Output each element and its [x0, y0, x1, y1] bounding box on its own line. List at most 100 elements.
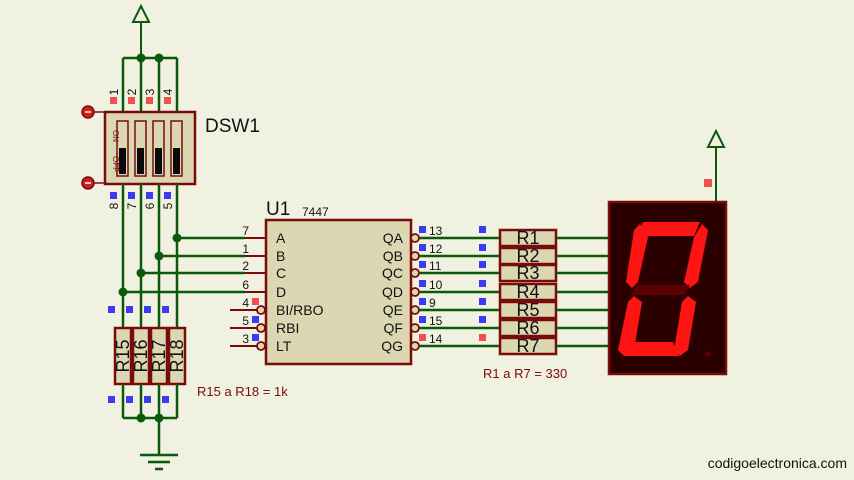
switch-lever-3[interactable]: [155, 148, 162, 174]
inverted-pin-bubble: [410, 305, 420, 315]
decoder-output-pin-name: QG: [381, 338, 403, 354]
display-segments: [618, 222, 711, 357]
switch-top-pin-number: 4: [161, 88, 175, 95]
pin-state-marker: [479, 261, 486, 268]
junction-dot: [154, 413, 164, 423]
display-supply[interactable]: [706, 128, 726, 203]
series-resistor-label: R3: [516, 263, 539, 283]
pin-state-marker: [252, 316, 259, 323]
switch-bottom-pin-number: 8: [107, 202, 121, 209]
inverted-pin-bubble: [256, 305, 266, 315]
decoder-output-pin-number: 12: [429, 242, 443, 256]
switch-lever-1[interactable]: [119, 148, 126, 174]
pin-state-marker: [146, 97, 153, 104]
decoder-input-pin-number: 2: [242, 259, 249, 273]
inverted-pin-bubble: [410, 268, 420, 278]
decoder-input-pin-name: LT: [276, 338, 292, 354]
decoder-output-pin-name: QD: [382, 284, 403, 300]
pin-state-marker: [128, 192, 135, 199]
dip-switch-dsw1[interactable]: ON OFF: [103, 110, 197, 186]
pin-state-marker: [479, 280, 486, 287]
pin-state-marker: [479, 298, 486, 305]
pulldown-resistor-label: R16: [131, 339, 151, 372]
switch-lever-2[interactable]: [137, 148, 144, 174]
junction-dot: [136, 413, 146, 423]
power-terminal-top[interactable]: [131, 3, 151, 58]
inverted-pin-bubble: [410, 233, 420, 243]
switch-reference: DSW1: [205, 116, 260, 137]
series-resistor-label: R4: [516, 282, 539, 302]
pin-state-marker: [164, 192, 171, 199]
switch-supply-bus: [121, 56, 179, 112]
series-resistor-label: R6: [516, 318, 539, 338]
decoder-output-pin-number: 9: [429, 296, 436, 310]
pin-state-marker: [144, 396, 151, 403]
ground-symbol[interactable]: [140, 453, 178, 471]
pin-state-marker: [164, 97, 171, 104]
series-resistor-label: R7: [516, 336, 539, 356]
pin-state-marker: [419, 226, 426, 233]
switch-top-pin-number: 1: [107, 88, 121, 95]
pin-state-marker: [419, 244, 426, 251]
pin-state-marker: [144, 306, 151, 313]
pin-state-marker: [419, 298, 426, 305]
inverted-pin-bubble: [410, 251, 420, 261]
decoder-input-pin-name: A: [276, 230, 286, 246]
junction-dot: [154, 53, 164, 63]
segment-d: [624, 342, 679, 356]
pin-state-marker: [419, 280, 426, 287]
pin-state-marker: [479, 244, 486, 251]
ground-bus: [121, 384, 179, 455]
decoder-input-pin-number: 6: [242, 278, 249, 292]
decoder-input-pin-number: 4: [242, 296, 249, 310]
decoder-input-pin-name: B: [276, 248, 285, 264]
inverted-pin-bubble: [410, 287, 420, 297]
pin-state-marker: [252, 334, 259, 341]
pulldown-resistor-label: R15: [113, 339, 133, 372]
decoder-output-pin-name: QC: [382, 265, 403, 281]
watermark: codigoelectronica.com: [708, 455, 847, 471]
segment-f: [626, 224, 648, 288]
switch-top-pin-number: 2: [125, 88, 139, 95]
switch-bottom-pin-number: 5: [161, 202, 175, 209]
pin-state-marker: [126, 396, 133, 403]
switch-lever-4[interactable]: [173, 148, 180, 174]
switch-top-pin-number: 3: [143, 88, 157, 95]
pin-state-marker: [162, 396, 169, 403]
series-resistor-label: R1: [516, 228, 539, 248]
decoder-input-pin-number: 3: [242, 332, 249, 346]
decoder-output-pin-number: 13: [429, 224, 443, 238]
pin-state-marker: [419, 334, 426, 341]
pin-state-marker: [162, 306, 169, 313]
switch-bottom-pin-number: 6: [143, 202, 157, 209]
inverted-pin-bubble: [256, 323, 266, 333]
pin-state-marker: [128, 97, 135, 104]
decoder-input-pin-name: C: [276, 265, 286, 281]
decoder-input-pin-number: 7: [242, 224, 249, 238]
segment-a: [637, 222, 700, 236]
inverted-pin-bubble: [256, 341, 266, 351]
switch-on-label: ON: [111, 130, 120, 142]
pin-state-marker: [108, 306, 115, 313]
pin-state-marker: [419, 261, 426, 268]
decoder-output-pin-name: QF: [384, 320, 403, 336]
display-digit-value: 0: [0, 0, 1, 1]
decoder-output-pin-number: 11: [429, 259, 442, 273]
switch-output-junctions: [118, 233, 182, 297]
pin-state-marker: [110, 97, 117, 104]
inverted-pin-bubble: [410, 341, 420, 351]
series-resistor-label: R2: [516, 246, 539, 266]
pulldown-resistor-label: R18: [167, 339, 187, 372]
display-supply-state-marker: [704, 179, 712, 187]
decoder-output-pin-number: 14: [429, 332, 443, 346]
pin-state-marker: [110, 192, 117, 199]
segment-g: [630, 285, 690, 295]
decoder-input-pin-number: 1: [242, 242, 249, 256]
pulldown-resistor-label: R17: [149, 339, 169, 372]
